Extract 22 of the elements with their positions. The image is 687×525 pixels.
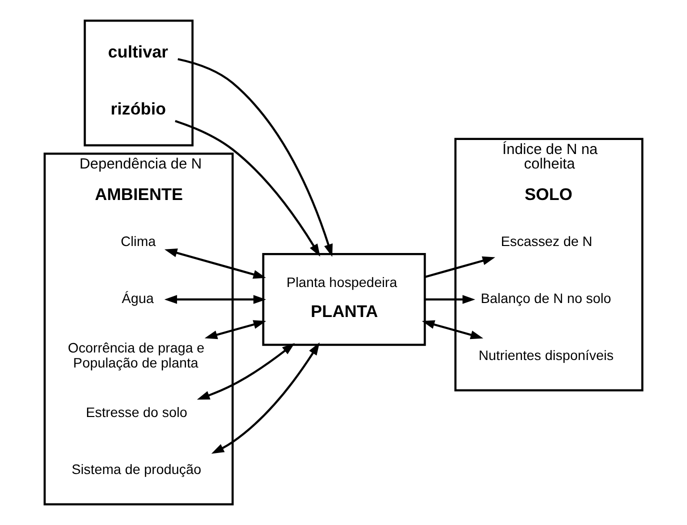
node-text: Escassez de N [500, 234, 592, 250]
node-text: Sistema de produção [72, 462, 202, 478]
arrow [424, 295, 476, 304]
node-text: Balanço de N no solo [480, 291, 612, 306]
node-text: cultivar [108, 42, 168, 62]
arrow [196, 342, 295, 400]
node-text: Nutrientes disponíveis [478, 348, 614, 364]
arrow [422, 320, 484, 340]
arrow [178, 58, 333, 257]
node-box: Planta hospedeira PLANTA [262, 253, 426, 346]
arrow [204, 320, 266, 340]
arrow [424, 256, 496, 278]
arrow [164, 248, 266, 279]
arrow [211, 342, 320, 454]
node-text: Clima [120, 234, 156, 250]
cluster [84, 20, 194, 146]
node-text: Água [122, 291, 154, 306]
arrow [164, 295, 266, 304]
node-text: rizóbio [110, 99, 166, 118]
node-text: Ocorrência de praga e População de planta [68, 340, 204, 370]
node-text: Estresse do solo [86, 405, 188, 420]
arrow [174, 120, 320, 257]
